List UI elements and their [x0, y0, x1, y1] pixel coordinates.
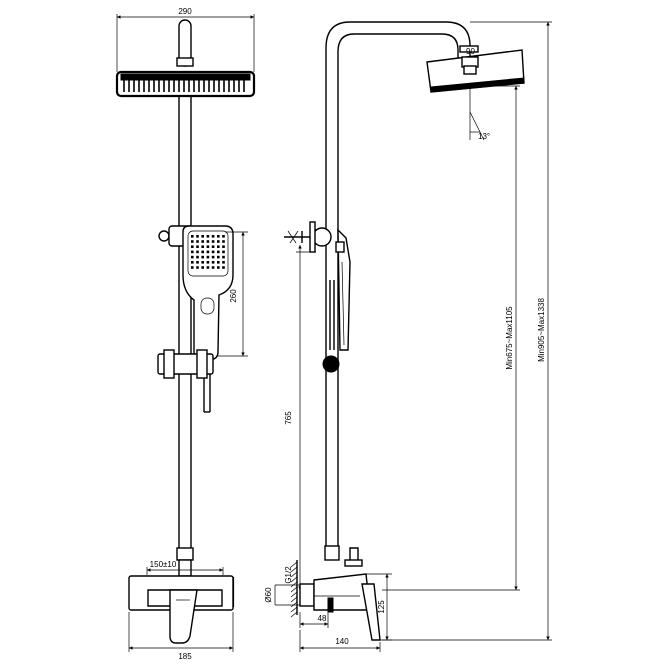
mixer-width-dimension: 185: [128, 612, 234, 661]
hand-shower-front: [182, 225, 234, 361]
thread-label: G1/2: [284, 566, 293, 584]
wall-flange-dimension: Ø60: [264, 584, 300, 606]
hand-shower-side: [329, 228, 351, 351]
diverter-side: [284, 221, 332, 253]
slide-holder-front: [157, 349, 214, 379]
spout-height-label: 125: [377, 600, 386, 614]
spout-outlet-side: [324, 545, 363, 567]
hand-shower-length-dimension: 260: [218, 231, 248, 357]
depth-dimension: 140: [299, 630, 381, 652]
front-view: 290: [115, 7, 256, 661]
mixer-centers-dimension: 150±10: [146, 560, 224, 575]
head-width-dimension: 290: [116, 7, 255, 72]
outlet-height-dimension: Min675~Max1105: [382, 85, 520, 591]
depth-label: 140: [335, 637, 349, 646]
head-width-label: 290: [178, 7, 192, 16]
rain-shower-head-side: 90 13°: [426, 47, 525, 141]
slide-rail-front: [178, 96, 192, 552]
rain-shower-head-front: [115, 70, 256, 98]
riser-arm-front: [176, 19, 194, 67]
hand-shower-length-label: 260: [229, 289, 238, 303]
lower-connector-front: [176, 547, 194, 577]
slide-rail-height-dimension: 765: [284, 245, 316, 590]
side-view: 90 13° 765: [264, 21, 552, 652]
head-tilt-label: 13°: [478, 132, 490, 141]
mixer-width-label: 185: [178, 652, 192, 661]
projection-48-label: 48: [318, 614, 327, 623]
slide-rail-height-label: 765: [284, 411, 293, 425]
slide-holder-side: [322, 355, 340, 373]
overall-height-dimension: Min905~Max1338: [382, 21, 552, 641]
outlet-height-label: Min675~Max1105: [505, 306, 514, 370]
overall-height-label: Min905~Max1338: [537, 298, 546, 362]
riser-arm-side: [325, 21, 479, 560]
mixer-side: [299, 573, 381, 641]
thermostatic-mixer-front: [128, 575, 235, 644]
wall: [290, 560, 298, 618]
projection-48-dimension: 48: [299, 612, 329, 628]
thread-dimension: G1/2: [284, 566, 293, 584]
head-angle-label: 90: [466, 47, 475, 56]
mixer-centers-label: 150±10: [150, 560, 177, 569]
wall-flange-label: Ø60: [264, 587, 273, 603]
